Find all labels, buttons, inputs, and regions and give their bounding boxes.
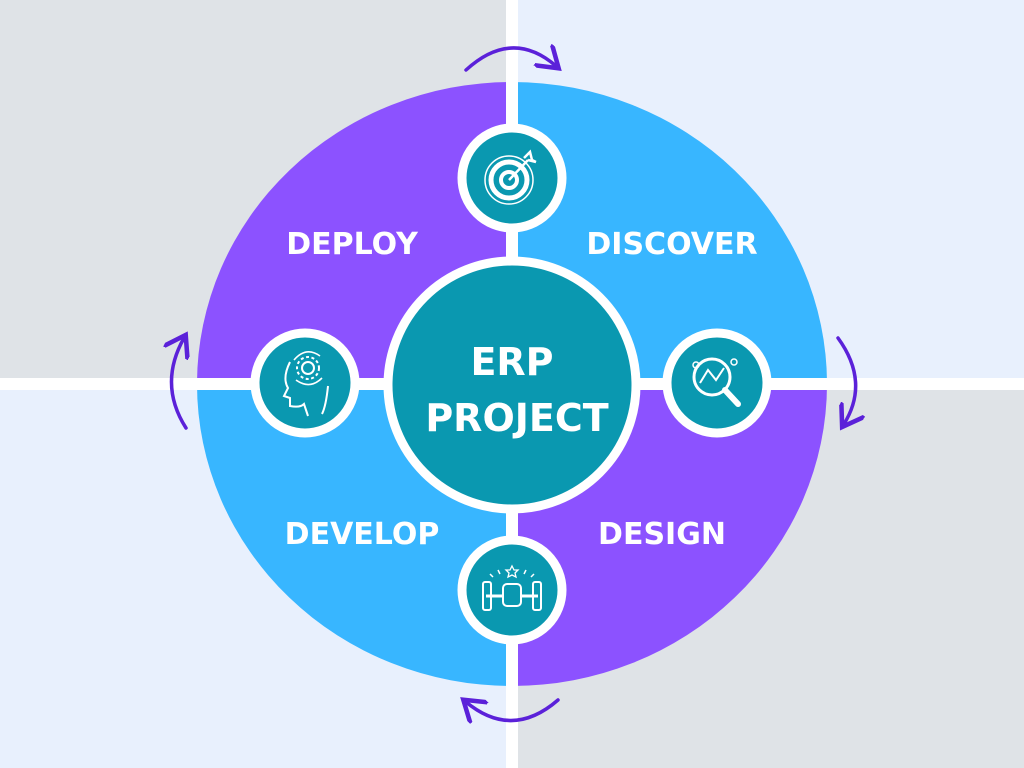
fist-dumbbell-icon <box>457 535 567 645</box>
target-icon <box>457 123 567 233</box>
phase-label-discover: DISCOVER <box>586 227 757 262</box>
cycle-arrow-top <box>464 48 556 72</box>
phase-label-deploy: DEPLOY <box>286 227 419 262</box>
cycle-arrow-bottom <box>466 700 560 721</box>
center-title-line1: ERP <box>470 340 553 384</box>
cycle-arrow-left <box>171 338 186 430</box>
center-title-line2: PROJECT <box>425 396 608 440</box>
head-gear-icon <box>250 328 360 438</box>
magnifier-chart-icon <box>662 328 772 438</box>
phase-label-design: DESIGN <box>598 517 726 552</box>
center-circle <box>383 256 641 514</box>
phase-label-develop: DEVELOP <box>285 517 440 552</box>
cycle-arrow-right <box>836 336 856 424</box>
